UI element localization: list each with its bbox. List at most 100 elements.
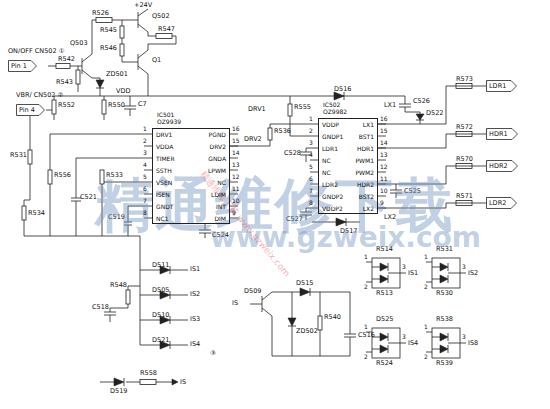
resistor-symbol: [22, 206, 26, 220]
resistor-symbol: [96, 18, 112, 23]
part-label: IS1: [190, 266, 200, 273]
chip-name: OZ9939: [157, 119, 181, 125]
pin-number: 2: [143, 138, 147, 144]
part-label: Q1: [152, 57, 161, 64]
part-label: R513: [376, 290, 393, 297]
part-label: IS8: [468, 340, 478, 347]
pin-number: 2: [424, 354, 428, 360]
signal-tag: LDR1: [486, 80, 517, 92]
part-label: DRV1: [248, 106, 266, 113]
pin-number: 1: [143, 126, 147, 132]
wire: [250, 292, 350, 356]
part-label: R526: [92, 10, 109, 17]
part-label: R530: [436, 290, 453, 297]
pin-number: 14: [380, 140, 388, 146]
pin-name: NC: [322, 170, 331, 176]
part-label: +24V: [134, 2, 152, 9]
tag-outline: [487, 198, 517, 209]
part-label: R540: [324, 314, 341, 321]
pin-number: 1: [364, 324, 368, 330]
pin-number: 15: [232, 138, 240, 144]
pin-number: 6: [309, 176, 313, 182]
pin-line: [310, 160, 386, 161]
part-label: IS: [180, 379, 186, 386]
part-label: R538: [436, 316, 453, 323]
resistor-symbol: [318, 316, 322, 330]
pin-number: 16: [232, 126, 240, 132]
pin-number: 1: [424, 324, 428, 330]
tag-heading: ON/OFF CN502 ①: [8, 48, 65, 55]
signal-tag: VBR/ CN502 ②Pin 4: [16, 104, 45, 116]
part-label: C518: [92, 304, 109, 311]
part-label: D519: [110, 388, 127, 395]
pin-name: DIM: [214, 216, 226, 222]
ic-chip: IC502OZ9982VDDPGNDP1LDR1NCNCLDR2GNDP2VDD…: [318, 118, 378, 214]
pin-name: DRV2: [210, 144, 226, 150]
resistor-symbol: [28, 150, 32, 164]
signal-tag: LDR2: [486, 197, 517, 209]
resistor-symbol: [268, 128, 272, 140]
pin-number: 7: [143, 198, 147, 204]
pin-name: NC: [322, 158, 331, 164]
pin-number: 12: [380, 164, 388, 170]
part-label: ③: [210, 350, 216, 357]
tag-outline: [487, 129, 518, 140]
pin-name: LPWM: [208, 168, 226, 174]
pin-name: VDDP2: [322, 206, 343, 212]
diode-symbol: [416, 120, 424, 121]
diode-symbol: [310, 288, 311, 296]
resistor-symbol: [52, 100, 56, 114]
pin-name: BST2: [359, 194, 374, 200]
diode-symbol: [334, 92, 344, 100]
diode-array: [440, 263, 448, 271]
part-label: R539: [436, 360, 453, 367]
part-label: R542: [58, 56, 75, 63]
pin-name: PWM2: [355, 170, 374, 176]
pin-name: LDR1: [322, 146, 338, 152]
wire: [24, 116, 172, 382]
pin-number: 16: [380, 116, 388, 122]
part-label: D521: [152, 337, 169, 344]
pin-line: [310, 148, 386, 149]
pin-name: LX1: [363, 122, 374, 128]
part-label: R558: [140, 370, 157, 377]
pin-number: 2: [424, 284, 428, 290]
pin-number: 14: [232, 150, 240, 156]
pin-name: SSTH: [156, 168, 172, 174]
part-label: R547: [158, 26, 175, 33]
part-label: IS4: [190, 341, 200, 348]
diode-symbol: [96, 88, 104, 89]
pin-name: VSEN: [156, 180, 172, 186]
part-label: R534: [28, 210, 45, 217]
diode-symbol: [416, 114, 424, 120]
tag-outline: [487, 81, 517, 92]
pin-line: [310, 124, 386, 125]
pin-name: HDR1: [357, 146, 374, 152]
diode-symbol: [96, 80, 104, 88]
part-label: R543: [56, 79, 73, 86]
part-label: R573: [456, 76, 473, 83]
part-label: R536: [274, 128, 291, 135]
pin-number: 2: [364, 354, 368, 360]
part-label: D510: [152, 312, 169, 319]
wire-connector: [378, 134, 486, 148]
pin-name: NC1: [156, 216, 169, 222]
part-label: D522: [426, 110, 443, 117]
pin-number: 3: [143, 150, 147, 156]
part-label: ZD501: [106, 71, 128, 78]
wire-connector: [378, 86, 486, 124]
diode-array: [380, 333, 388, 341]
pin-number: 13: [232, 162, 240, 168]
pin-number: 2: [364, 284, 368, 290]
part-label: D509: [244, 288, 261, 295]
tag-text: LDR1: [489, 83, 506, 90]
part-label: R555: [294, 104, 311, 111]
pin-number: 4: [143, 162, 147, 168]
part-label: Q502: [152, 13, 170, 20]
pin-name: LDR2: [322, 182, 338, 188]
part-label: IS2: [468, 270, 478, 277]
pin-number: 8: [143, 210, 147, 216]
part-label: Q503: [70, 40, 88, 47]
part-label: C7: [138, 101, 147, 108]
pin-number: 11: [380, 176, 388, 182]
